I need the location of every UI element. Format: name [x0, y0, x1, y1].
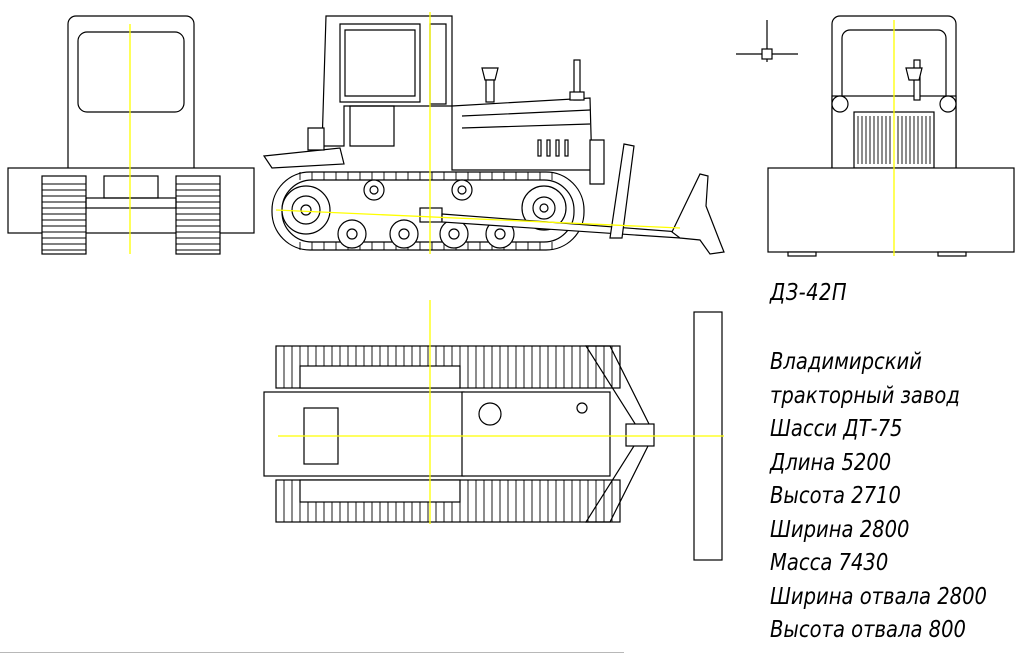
spec-line-blade-width: Ширина отвала 2800	[770, 583, 988, 610]
spec-list: Владимирский тракторный завод Шасси ДТ-7…	[770, 346, 1024, 648]
top-view	[263, 300, 724, 561]
bottom-divider	[0, 652, 624, 653]
spec-line-manufacturer-2: тракторный завод	[770, 382, 960, 409]
spec-line-chassis: Шасси ДТ-75	[770, 416, 903, 442]
side-view	[262, 12, 725, 255]
spec-line-blade-height: Высота отвала 800	[770, 617, 967, 643]
spec-line-manufacturer-1: Владимирский	[770, 349, 922, 375]
front-view	[767, 15, 1015, 257]
spec-line-width: Ширина 2800	[770, 516, 910, 543]
model-label: ДЗ-42П	[770, 280, 847, 306]
spec-line-mass: Масса 7430	[770, 550, 889, 576]
spec-line-height: Высота 2710	[770, 483, 901, 509]
spec-line-length: Длина 5200	[770, 449, 892, 476]
cad-crosshair-cursor	[736, 20, 798, 62]
rear-view	[7, 15, 255, 255]
